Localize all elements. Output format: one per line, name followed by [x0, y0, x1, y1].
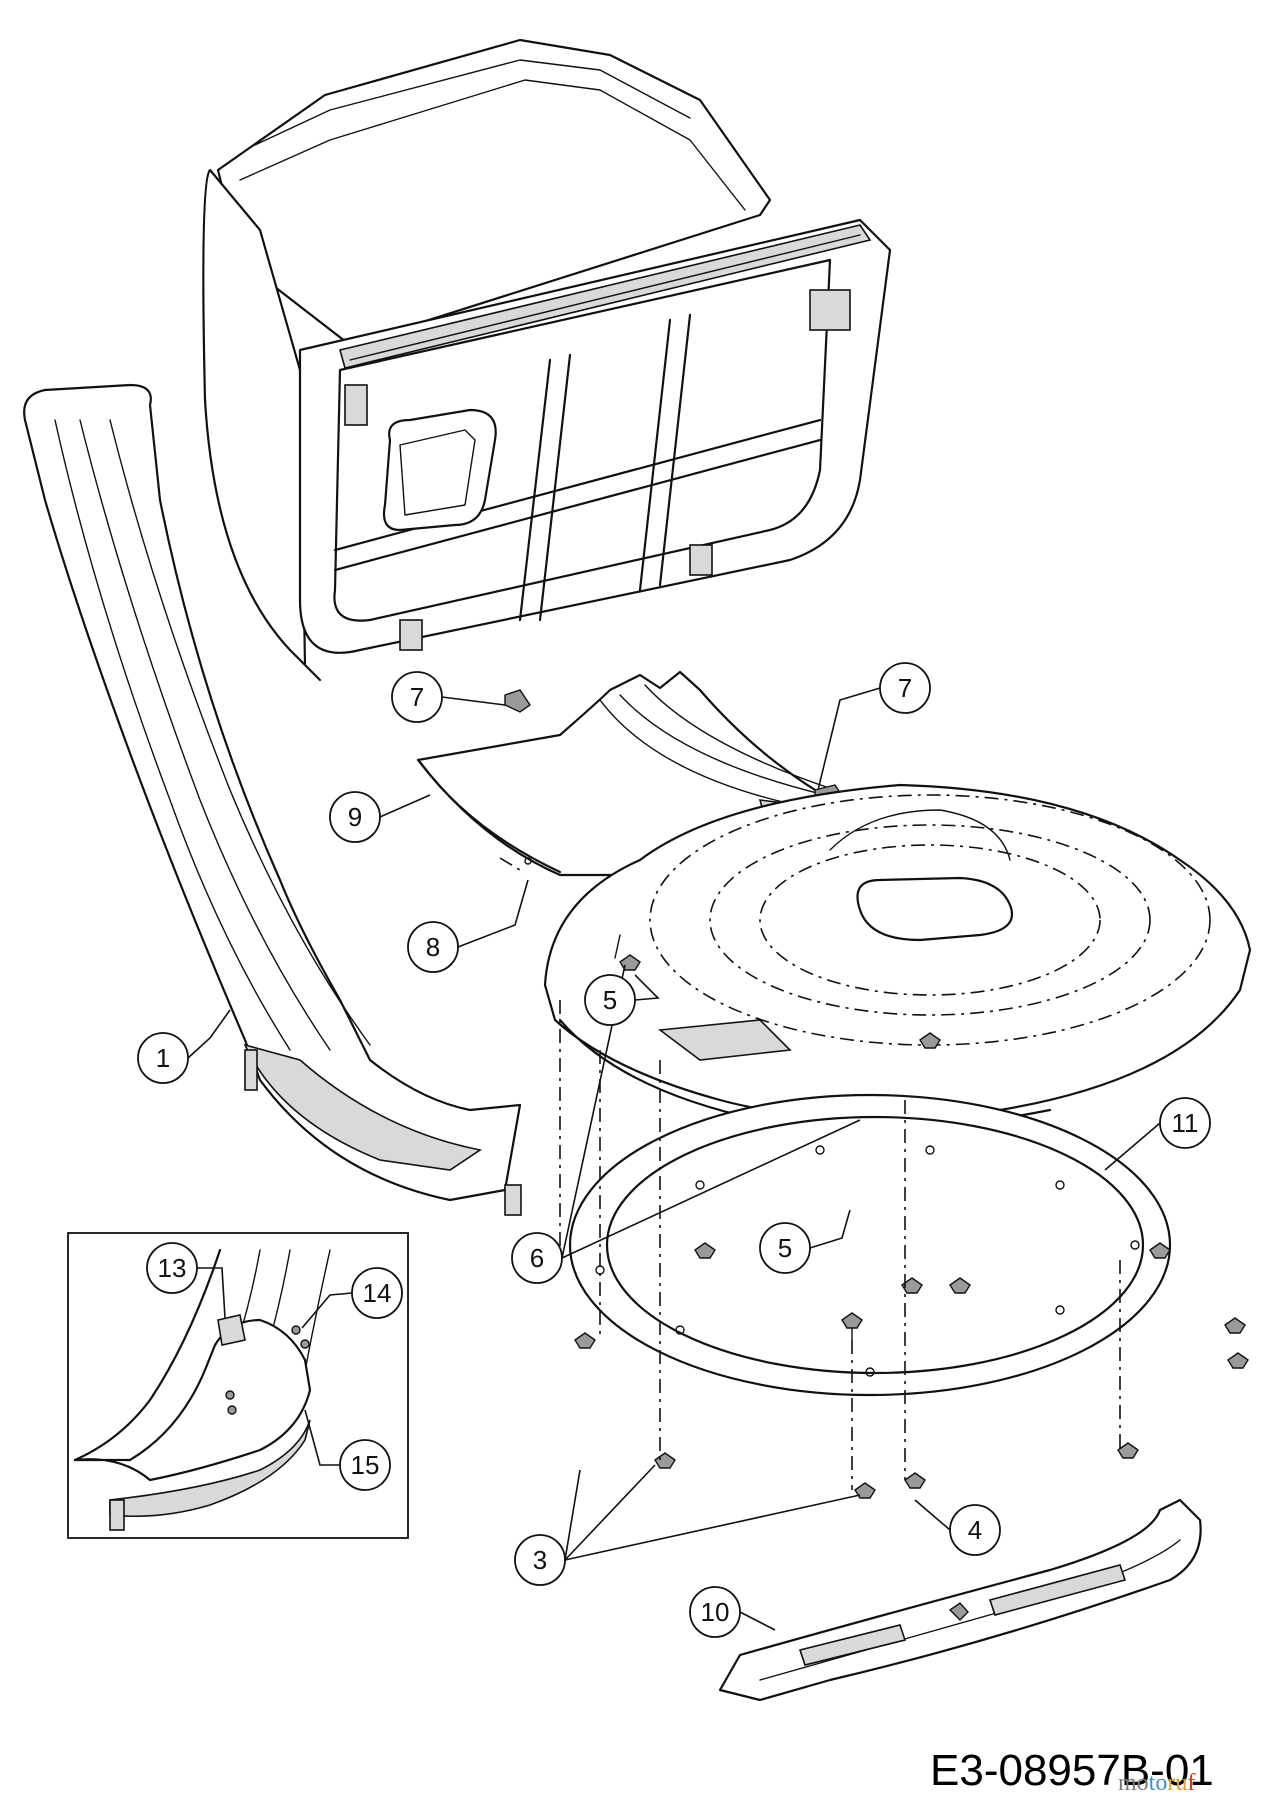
svg-text:13: 13 [158, 1253, 187, 1283]
svg-text:7: 7 [410, 682, 424, 712]
callout-13: 13 [146, 1242, 198, 1294]
baffle-ring [568, 1093, 1172, 1397]
discharge-chute [23, 383, 522, 1216]
svg-text:5: 5 [778, 1233, 792, 1263]
watermark: motoruf [1118, 1770, 1195, 1796]
svg-text:6: 6 [530, 1243, 544, 1273]
svg-text:9: 9 [348, 802, 362, 832]
svg-text:8: 8 [426, 932, 440, 962]
callout-6: 6 [511, 1232, 563, 1284]
svg-text:1: 1 [156, 1043, 170, 1073]
callout-8: 8 [407, 921, 459, 973]
callout-5-ring: 5 [759, 1222, 811, 1274]
callout-9: 9 [329, 791, 381, 843]
mower-deck [543, 783, 1252, 1130]
callout-15: 15 [339, 1439, 391, 1491]
callout-7-left: 7 [391, 671, 443, 723]
svg-text:11: 11 [1172, 1108, 1199, 1138]
svg-text:3: 3 [533, 1545, 547, 1575]
callout-3: 3 [514, 1534, 566, 1586]
callout-4: 4 [949, 1504, 1001, 1556]
svg-text:15: 15 [351, 1450, 380, 1480]
callouts: 1 3 4 5 5 6 7 7 8 9 10 11 13 14 15 [137, 662, 1211, 1638]
callout-11: 11 [1159, 1097, 1211, 1149]
mower-blade [718, 1498, 1202, 1702]
svg-text:7: 7 [898, 673, 912, 703]
svg-text:10: 10 [701, 1597, 730, 1627]
svg-text:14: 14 [363, 1278, 392, 1308]
callout-14: 14 [351, 1267, 403, 1319]
inset-detail [67, 1232, 409, 1539]
drawing-code: E3-08957B-01 [930, 1746, 1214, 1795]
callout-7-right: 7 [879, 662, 931, 714]
callout-10: 10 [689, 1586, 741, 1638]
grass-bag [202, 38, 892, 682]
assembly-guides [499, 857, 1121, 1490]
svg-text:5: 5 [603, 985, 617, 1015]
callout-1: 1 [137, 1032, 189, 1084]
callout-5-deck: 5 [584, 974, 636, 1026]
fasteners [574, 934, 1249, 1499]
svg-text:4: 4 [968, 1515, 982, 1545]
